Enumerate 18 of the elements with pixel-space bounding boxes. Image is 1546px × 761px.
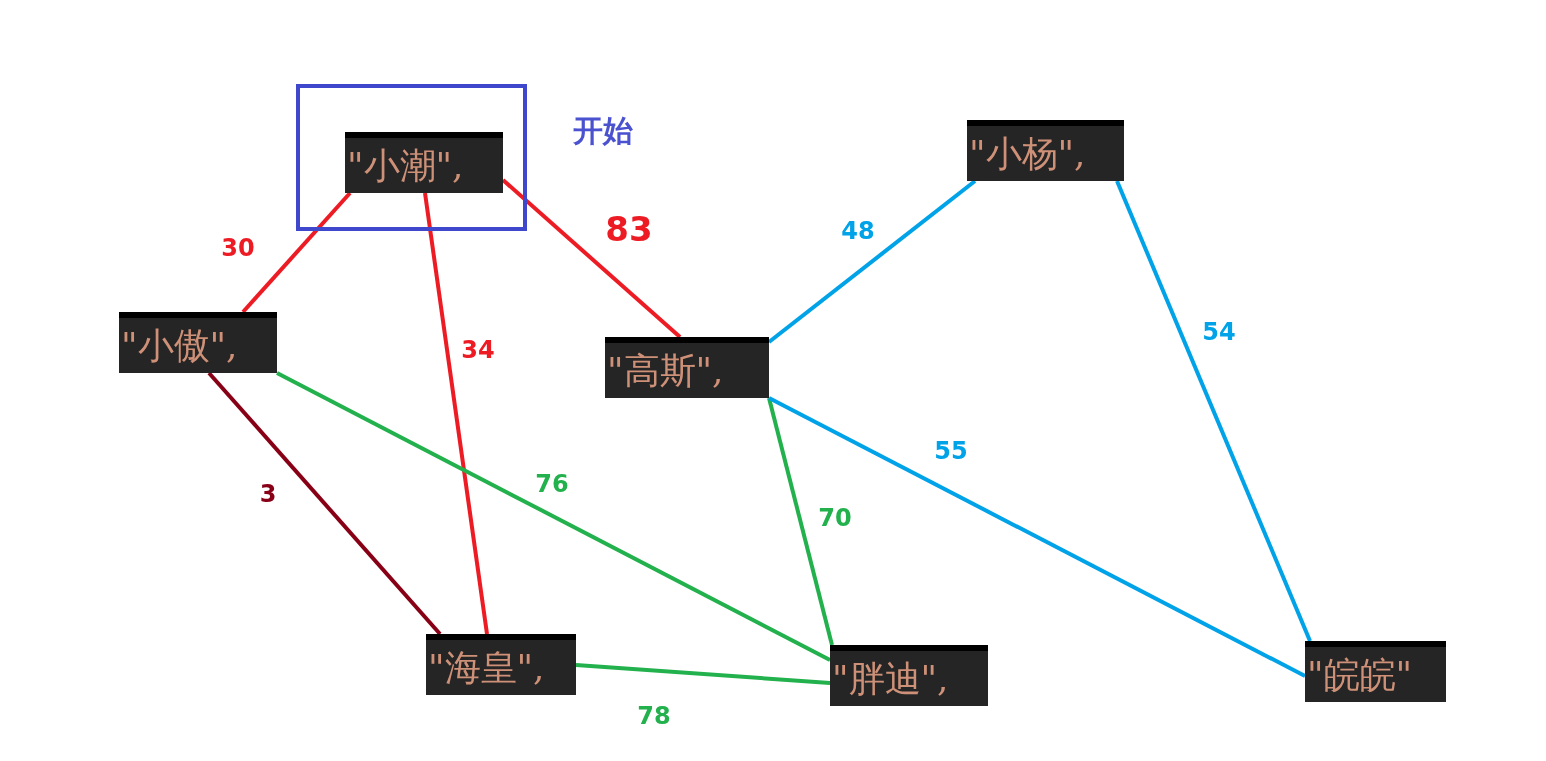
connector-line bbox=[768, 396, 1306, 678]
code-string-box: "小潮", bbox=[345, 132, 503, 193]
connector-line bbox=[767, 397, 834, 646]
code-string-box: "海皇", bbox=[426, 634, 576, 695]
connector-line bbox=[276, 371, 831, 662]
code-string-box: "皖皖" bbox=[1305, 641, 1446, 702]
start-label: 开始 bbox=[573, 111, 633, 150]
code-string-box: "小傲", bbox=[119, 312, 277, 373]
connector-line bbox=[1115, 180, 1312, 642]
code-string-box: "小杨", bbox=[967, 120, 1124, 181]
connector-line bbox=[423, 192, 489, 635]
code-string-box: "高斯", bbox=[605, 337, 769, 398]
connector-line bbox=[207, 371, 442, 636]
start-frame bbox=[296, 84, 527, 231]
connector-line bbox=[241, 191, 352, 314]
connector-line bbox=[767, 179, 977, 344]
code-string-box: "胖迪", bbox=[830, 645, 988, 706]
connector-line bbox=[575, 663, 831, 685]
